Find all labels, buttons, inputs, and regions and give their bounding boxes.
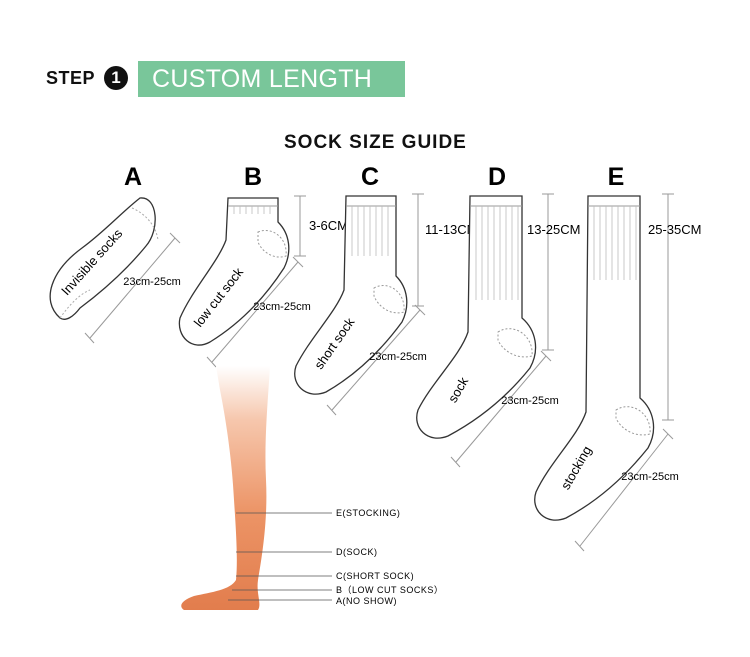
sock-e-height: 25-35CM [648, 222, 701, 237]
step-banner [138, 61, 405, 97]
leg-label-a: A(NO SHOW) [336, 596, 397, 606]
sock-a-foot-length: 23cm-25cm [123, 276, 180, 288]
sock-c-foot-length: 23cm-25cm [369, 351, 426, 363]
sock-b-height: 3-6CM [309, 218, 348, 233]
sock-letter-b: B [244, 163, 262, 191]
sock-a-illustration [49, 197, 181, 344]
step-banner-text: CUSTOM LENGTH [152, 65, 373, 93]
sock-c-height: 11-13CM [425, 222, 478, 237]
sock-letter-d: D [488, 163, 506, 191]
sock-d-illustration [416, 193, 554, 468]
step-label: STEP [46, 68, 96, 88]
sock-b-illustration [178, 195, 306, 368]
sock-d-height: 13-25CM [527, 222, 580, 237]
sock-e-illustration [534, 193, 674, 552]
leg-label-e: E(STOCKING) [336, 508, 400, 518]
leg-marker-lines [228, 512, 332, 601]
leg-label-c: C(SHORT SOCK) [336, 571, 414, 581]
sock-letter-e: E [608, 163, 625, 191]
sock-c-illustration [294, 193, 426, 416]
sock-e-foot-length: 23cm-25cm [621, 471, 678, 483]
sock-b-foot-length: 23cm-25cm [253, 301, 310, 313]
leg-illustration [181, 366, 270, 610]
leg-label-b: B（LOW CUT SOCKS） [336, 585, 443, 595]
sock-d-foot-length: 23cm-25cm [501, 395, 558, 407]
step-number-badge: 1 [104, 66, 128, 90]
leg-label-d: D(SOCK) [336, 547, 378, 557]
guide-title: SOCK SIZE GUIDE [284, 132, 467, 153]
sock-letter-a: A [124, 163, 142, 191]
sock-letter-c: C [361, 163, 379, 191]
